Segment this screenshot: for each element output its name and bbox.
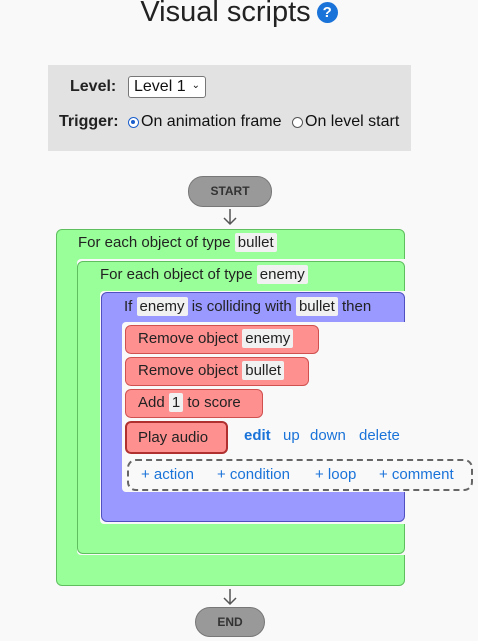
condition-header: If enemy is colliding with bullet then bbox=[124, 297, 372, 316]
trigger-label: Trigger: bbox=[59, 113, 119, 130]
up-link[interactable]: up bbox=[283, 427, 300, 444]
score-value-chip[interactable]: 1 bbox=[168, 393, 184, 412]
trigger-option-label: On level start bbox=[305, 113, 400, 130]
object-type-chip[interactable]: enemy bbox=[136, 297, 188, 316]
action-text: Add bbox=[138, 394, 165, 411]
loop-header-enemy: For each object of type enemy bbox=[100, 265, 308, 284]
add-action-link[interactable]: + action bbox=[141, 466, 194, 483]
edit-link[interactable]: edit bbox=[244, 427, 271, 444]
object-type-chip[interactable]: bullet bbox=[234, 233, 277, 252]
trigger-option-label: On animation frame bbox=[141, 113, 282, 130]
page-title-text: Visual scripts bbox=[140, 0, 311, 28]
loop-header-bullet: For each object of type bullet bbox=[78, 233, 277, 252]
object-type-chip[interactable]: enemy bbox=[242, 329, 294, 348]
add-condition-link[interactable]: + condition bbox=[217, 466, 290, 483]
if-keyword: If bbox=[124, 298, 133, 315]
add-controls-area bbox=[127, 459, 473, 491]
action-text: Remove object bbox=[138, 330, 239, 347]
condition-text: is colliding with bbox=[191, 298, 292, 315]
action-play-audio[interactable]: Play audio bbox=[125, 421, 228, 454]
action-add-score[interactable]: Add 1 to score bbox=[125, 389, 263, 418]
delete-link[interactable]: delete bbox=[359, 427, 400, 444]
end-node: END bbox=[195, 607, 265, 637]
arrow-down-icon bbox=[223, 209, 237, 226]
add-comment-link[interactable]: + comment bbox=[379, 466, 454, 483]
action-text: to score bbox=[187, 394, 241, 411]
add-loop-link[interactable]: + loop bbox=[315, 466, 357, 483]
object-type-chip[interactable]: bullet bbox=[295, 297, 338, 316]
page-title: Visual scripts? bbox=[0, 0, 478, 29]
trigger-option-animation-frame[interactable]: On animation frame bbox=[128, 113, 282, 131]
radio-icon[interactable] bbox=[292, 116, 303, 128]
level-label: Level: bbox=[70, 78, 117, 95]
start-node: START bbox=[188, 176, 272, 207]
action-remove-enemy[interactable]: Remove object enemy bbox=[125, 325, 319, 354]
object-type-chip[interactable]: bullet bbox=[242, 361, 285, 380]
chevron-down-icon: ⌄ bbox=[191, 80, 200, 91]
arrow-down-icon bbox=[223, 589, 237, 606]
trigger-option-level-start[interactable]: On level start bbox=[292, 113, 399, 131]
object-type-chip[interactable]: enemy bbox=[256, 265, 308, 284]
loop-text: For each object of type bbox=[100, 266, 253, 283]
down-link[interactable]: down bbox=[310, 427, 346, 444]
action-text: Remove object bbox=[138, 362, 239, 379]
radio-selected-icon[interactable] bbox=[128, 116, 139, 128]
action-remove-bullet[interactable]: Remove object bullet bbox=[125, 357, 309, 386]
help-icon[interactable]: ? bbox=[316, 2, 338, 23]
loop-text: For each object of type bbox=[78, 234, 231, 251]
level-select-value: Level 1 bbox=[134, 78, 186, 95]
settings-panel: Level: Level 1 ⌄ Trigger: On animation fr… bbox=[48, 65, 411, 151]
level-select[interactable]: Level 1 ⌄ bbox=[128, 76, 206, 98]
then-keyword: then bbox=[341, 298, 372, 315]
